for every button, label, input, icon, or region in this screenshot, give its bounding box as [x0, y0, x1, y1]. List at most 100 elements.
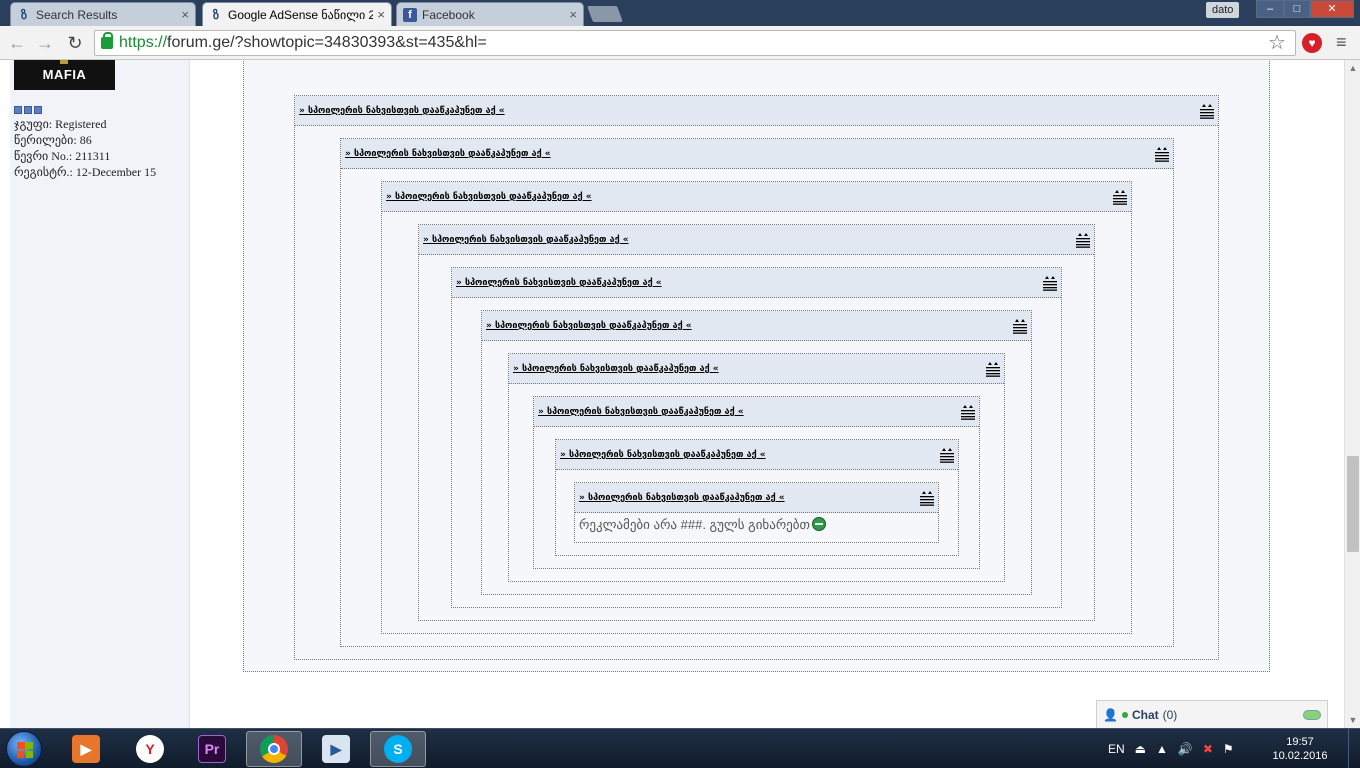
spoiler-header: » სპოილერის ნახვისთვის დააწკაპუნეთ აქ « — [295, 96, 1218, 126]
close-tab-icon[interactable]: × — [377, 7, 385, 22]
spoiler-header: » სპოილერის ნახვისთვის დააწკაპუნეთ აქ « — [382, 182, 1131, 212]
start-button[interactable] — [6, 731, 42, 767]
rank-pip — [34, 106, 42, 114]
expand-collapse-icon[interactable] — [1042, 275, 1058, 291]
taskbar-app-chrome[interactable] — [246, 731, 302, 767]
reload-button[interactable]: ↻ — [67, 33, 83, 53]
spoiler-toggle-link[interactable]: » სპოილერის ნახვისთვის დააწკაპუნეთ აქ « — [486, 321, 692, 331]
spoiler-toggle-link[interactable]: » სპოილერის ნახვისთვის დააწკაპუნეთ აქ « — [423, 235, 629, 245]
taskbar-app-media[interactable]: ▶ — [58, 731, 114, 767]
spoiler-header: » სპოილერის ნახვისთვის დააწკაპუნეთ აქ « — [341, 139, 1173, 169]
expand-collapse-icon[interactable] — [919, 490, 935, 506]
post-content: » სპოილერის ნახვისთვის დააწკაპუნეთ აქ « »… — [190, 60, 1344, 728]
spoiler-body: რეკლამები არა ###. გულს გიხარებთ — [579, 517, 826, 533]
taskbar-app-yandex[interactable]: Y — [122, 731, 178, 767]
tray-expand-icon[interactable]: ▲ — [1156, 742, 1168, 756]
close-tab-icon[interactable]: × — [181, 7, 189, 22]
tab-title: Google AdSense ნაწილი 2 — [228, 7, 374, 22]
clock-date: 10.02.2016 — [1272, 750, 1328, 762]
spoiler-header: » სპოილერის ნახვისთვის დააწკაპუნეთ აქ « — [509, 354, 1004, 384]
scroll-down-arrow-icon[interactable]: ▼ — [1348, 715, 1358, 725]
tab-google-adsense[interactable]: ზ Google AdSense ნაწილი 2 × — [202, 2, 392, 26]
user-group: ჯგუფი: Registered — [14, 117, 107, 131]
profile-button[interactable]: dato — [1206, 2, 1240, 18]
taskbar-app-skype[interactable]: S — [370, 731, 426, 767]
close-window-button[interactable]: ✕ — [1310, 0, 1354, 18]
forward-button[interactable]: → — [36, 33, 54, 53]
user-avatar[interactable]: MAFIA — [14, 60, 115, 90]
spoiler-header: » სპოილერის ნახვისთვის დააწკაპუნეთ აქ « — [419, 225, 1094, 255]
browser-toolbar: ← → ↻ https:// forum.ge/?showtopic=34830… — [0, 26, 1360, 60]
spoiler-header: » სპოილერის ნახვისთვის დააწკაპუნეთ აქ « — [575, 483, 938, 513]
flag-icon[interactable]: ⚑ — [1222, 742, 1234, 756]
spoiler-toggle-link[interactable]: » სპოილერის ნახვისთვის დააწკაპუნეთ აქ « — [386, 192, 592, 202]
spoiler-text: რეკლამები არა ###. გულს გიხარებთ — [579, 517, 810, 532]
spoiler-header: » სპოილერის ნახვისთვის დააწკაპუნეთ აქ « — [556, 440, 958, 470]
user-posts: წერილები: 86 — [14, 133, 92, 147]
expand-collapse-icon[interactable] — [1199, 103, 1215, 119]
expand-collapse-icon[interactable] — [1154, 146, 1170, 162]
spoiler-toggle-link[interactable]: » სპოილერის ნახვისთვის დააწკაპუნეთ აქ « — [456, 278, 662, 288]
media-player-classic-icon: ▶ — [322, 735, 350, 763]
windows-taskbar: ▶ Y Pr ▶ S EN ⏏ ▲ 🔊 ✖ ⚑ 19:57 10.02.2016 — [0, 728, 1360, 768]
new-tab-button[interactable] — [587, 6, 623, 22]
expand-collapse-icon[interactable] — [1012, 318, 1028, 334]
online-dot-icon — [1121, 711, 1128, 718]
forum-ge-icon: ზ — [20, 7, 27, 22]
tab-search-results[interactable]: ზ Search Results × — [10, 2, 196, 26]
media-player-icon: ▶ — [72, 735, 100, 763]
skype-icon: S — [384, 735, 412, 763]
tab-facebook[interactable]: f Facebook × — [396, 2, 584, 26]
user-registered: რეგისტრ.: 12-December 15 — [14, 165, 157, 179]
spoiler-toggle-link[interactable]: » სპოილერის ნახვისთვის დააწკაპუნეთ აქ « — [538, 407, 744, 417]
lock-icon — [101, 32, 113, 49]
usb-icon[interactable]: ⏏ — [1134, 742, 1147, 756]
taskbar-app-premiere[interactable]: Pr — [184, 731, 240, 767]
expand-collapse-icon[interactable] — [985, 361, 1001, 377]
minimize-button[interactable]: – — [1256, 0, 1284, 18]
system-clock[interactable]: 19:57 10.02.2016 — [1270, 735, 1330, 763]
url-text: forum.ge/?showtopic=34830393&st=435&hl= — [167, 34, 487, 51]
spoiler-toggle-link[interactable]: » სპოილერის ნახვისთვის დააწკაპუნეთ აქ « — [579, 493, 785, 503]
taskbar-app-player[interactable]: ▶ — [308, 731, 364, 767]
expand-collapse-icon[interactable] — [960, 404, 976, 420]
back-button[interactable]: ← — [8, 33, 26, 53]
crest-icon — [60, 60, 68, 64]
tab-strip: ზ Search Results × ზ Google AdSense ნაწი… — [0, 0, 1360, 26]
scroll-thumb[interactable] — [1347, 456, 1359, 552]
spoiler-header: » სპოილერის ნახვისთვის დააწკაპუნეთ აქ « — [534, 397, 979, 427]
premiere-pro-icon: Pr — [198, 735, 226, 763]
spoiler-toggle-link[interactable]: » სპოილერის ნახვისთვის დააწკაპუნეთ აქ « — [299, 106, 505, 116]
spoiler-header: » სპოილერის ნახვისთვის დააწკაპუნეთ აქ « — [452, 268, 1061, 298]
clock-time: 19:57 — [1286, 736, 1314, 748]
tab-title: Facebook — [422, 7, 475, 22]
spoiler-toggle-link[interactable]: » სპოილერის ნახვისთვის დააწკაპუნეთ აქ « — [345, 149, 551, 159]
spoiler-toggle-link[interactable]: » სპოილერის ნახვისთვის დააწკაპუნეთ აქ « — [560, 450, 766, 460]
user-icon: 👤 — [1103, 707, 1118, 722]
network-icon[interactable]: ✖ — [1202, 742, 1213, 756]
close-tab-icon[interactable]: × — [569, 7, 577, 22]
show-desktop-button[interactable] — [1348, 729, 1360, 768]
menu-icon[interactable]: ≡ — [1336, 32, 1347, 52]
vertical-scrollbar[interactable]: ▲ ▼ — [1344, 60, 1360, 728]
chat-bar[interactable]: 👤 Chat (0) — [1096, 700, 1328, 728]
user-member-no: წევრი No.: 211311 — [14, 149, 111, 163]
chat-toggle-icon[interactable] — [1303, 709, 1321, 720]
expand-collapse-icon[interactable] — [1112, 189, 1128, 205]
smiley-emoji-icon — [811, 517, 826, 531]
maximize-button[interactable]: □ — [1284, 0, 1310, 18]
expand-collapse-icon[interactable] — [939, 447, 955, 463]
expand-collapse-icon[interactable] — [1075, 232, 1091, 248]
spoiler-toggle-link[interactable]: » სპოილერის ნახვისთვის დააწკაპუნეთ აქ « — [513, 364, 719, 374]
avatar-text: MAFIA — [42, 67, 87, 82]
bookmark-star-icon[interactable]: ☆ — [1268, 32, 1286, 54]
rank-pips — [14, 106, 42, 114]
page-viewport: MAFIA ჯგუფი: Registered წერილები: 86 წევ… — [0, 60, 1344, 728]
user-info: ჯგუფი: Registered წერილები: 86 წევრი No.… — [14, 116, 156, 180]
extension-heart-icon[interactable]: ♥ — [1302, 33, 1322, 53]
language-indicator[interactable]: EN — [1108, 742, 1125, 756]
address-bar[interactable]: https:// forum.ge/?showtopic=34830393&st… — [94, 30, 1296, 56]
yandex-browser-icon: Y — [136, 735, 164, 763]
speaker-icon[interactable]: 🔊 — [1177, 742, 1193, 756]
scroll-up-arrow-icon[interactable]: ▲ — [1348, 63, 1358, 73]
